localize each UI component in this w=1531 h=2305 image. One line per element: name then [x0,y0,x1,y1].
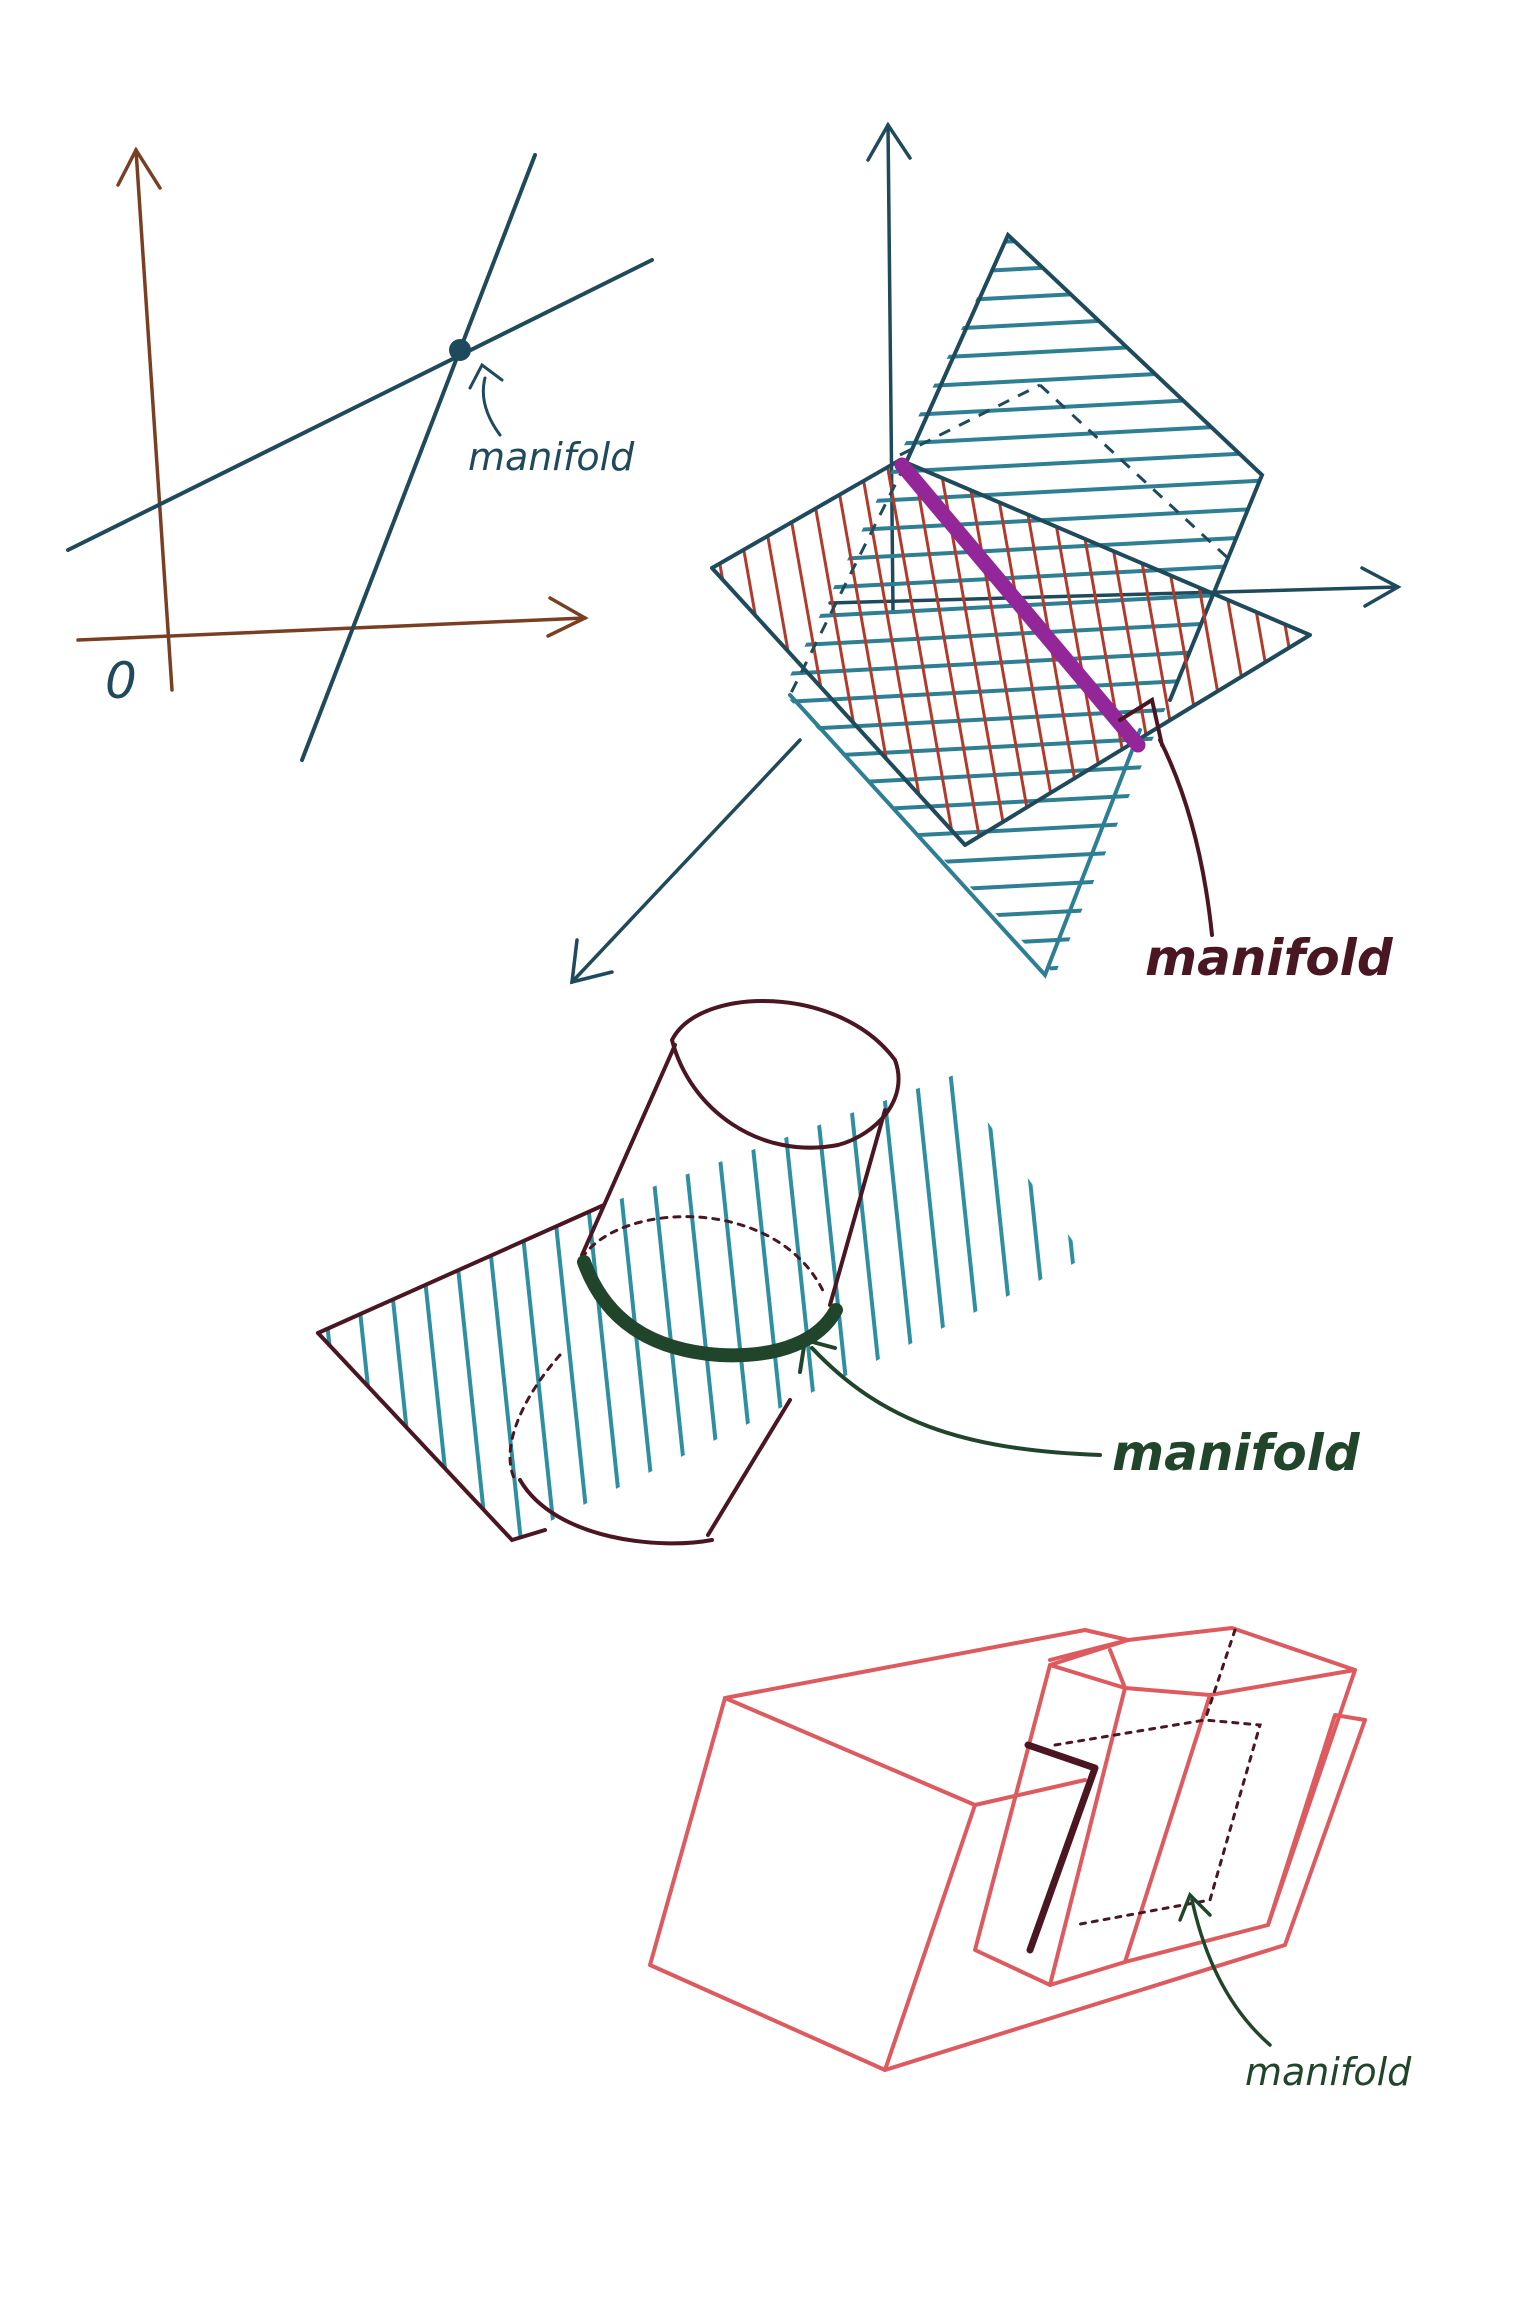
y-axis-3d-arrowhead [569,938,614,985]
axes [76,146,589,692]
cutting-plane-front [316,1331,547,1543]
notch-right-face [1123,1668,1357,1964]
notch-block-top [1048,1626,1357,1697]
y-axis [134,148,174,692]
manifold-label-4: manifold [1245,2050,1412,2094]
y-axis-3d [570,738,802,984]
label-arrow [1178,1891,1272,2047]
manifold-label-2: manifold [1145,929,1394,987]
cylinder-top-ellipse [669,999,901,1150]
notch-right-outer [1266,1713,1367,1927]
manifold-edge [1024,1741,1099,1954]
cylinder-below-right [706,1398,792,1537]
box-front-face [648,1696,977,2072]
x-axis [76,616,587,642]
cylinder-side-left [580,1043,677,1257]
box-top-left [723,1628,1130,1700]
intersection-curve [577,1255,843,1363]
notch-block-front [973,1663,1127,1987]
label-arrow [798,1337,1102,1457]
origin-label: 0 [105,652,137,710]
red-plane [712,460,1310,845]
label-arrow [1118,696,1214,937]
label-arrow [468,362,504,437]
manifold-label-1: manifold [468,435,635,479]
box-top-front [973,1778,1087,1807]
notch-block-right [1048,1693,1212,1987]
intersection-line [894,457,1146,753]
teal-plane-edge-bottom [788,693,1142,979]
panel-two-planes: manifold [569,121,1402,987]
red-plane-outline [710,458,1312,847]
cylinder-below-hidden [508,1353,562,1482]
hidden-edges [1053,1628,1262,1927]
manifold-label-3: manifold [1112,1424,1361,1482]
panel-two-lines: 0 manifold [66,146,654,762]
box-edges [648,1626,1367,2072]
cylinder-below-arc [518,1478,714,1546]
teal-plane-edge-top [903,231,1265,702]
notch-step [1108,1648,1127,1690]
line-steep [300,153,537,762]
cutting-plane [318,1075,1085,1540]
cutting-plane-outline [316,1203,606,1335]
cylinder-bottom-hidden [580,1215,827,1297]
box-bottom-front [883,1718,1367,2072]
intersection-point [449,339,471,361]
lines [66,153,654,762]
x-axis-3d-arrowhead [1360,566,1402,608]
panel-cylinder-plane: manifold [316,999,1361,1546]
panel-box: manifold [648,1626,1412,2094]
z-axis-arrowhead [866,121,912,162]
cylinder-side-right [828,1108,887,1307]
hidden-edges [788,383,1232,696]
cylinder [508,999,901,1546]
line-shallow [66,258,654,552]
x-axis-arrowhead [546,596,589,638]
y-axis-arrowhead [116,146,162,190]
